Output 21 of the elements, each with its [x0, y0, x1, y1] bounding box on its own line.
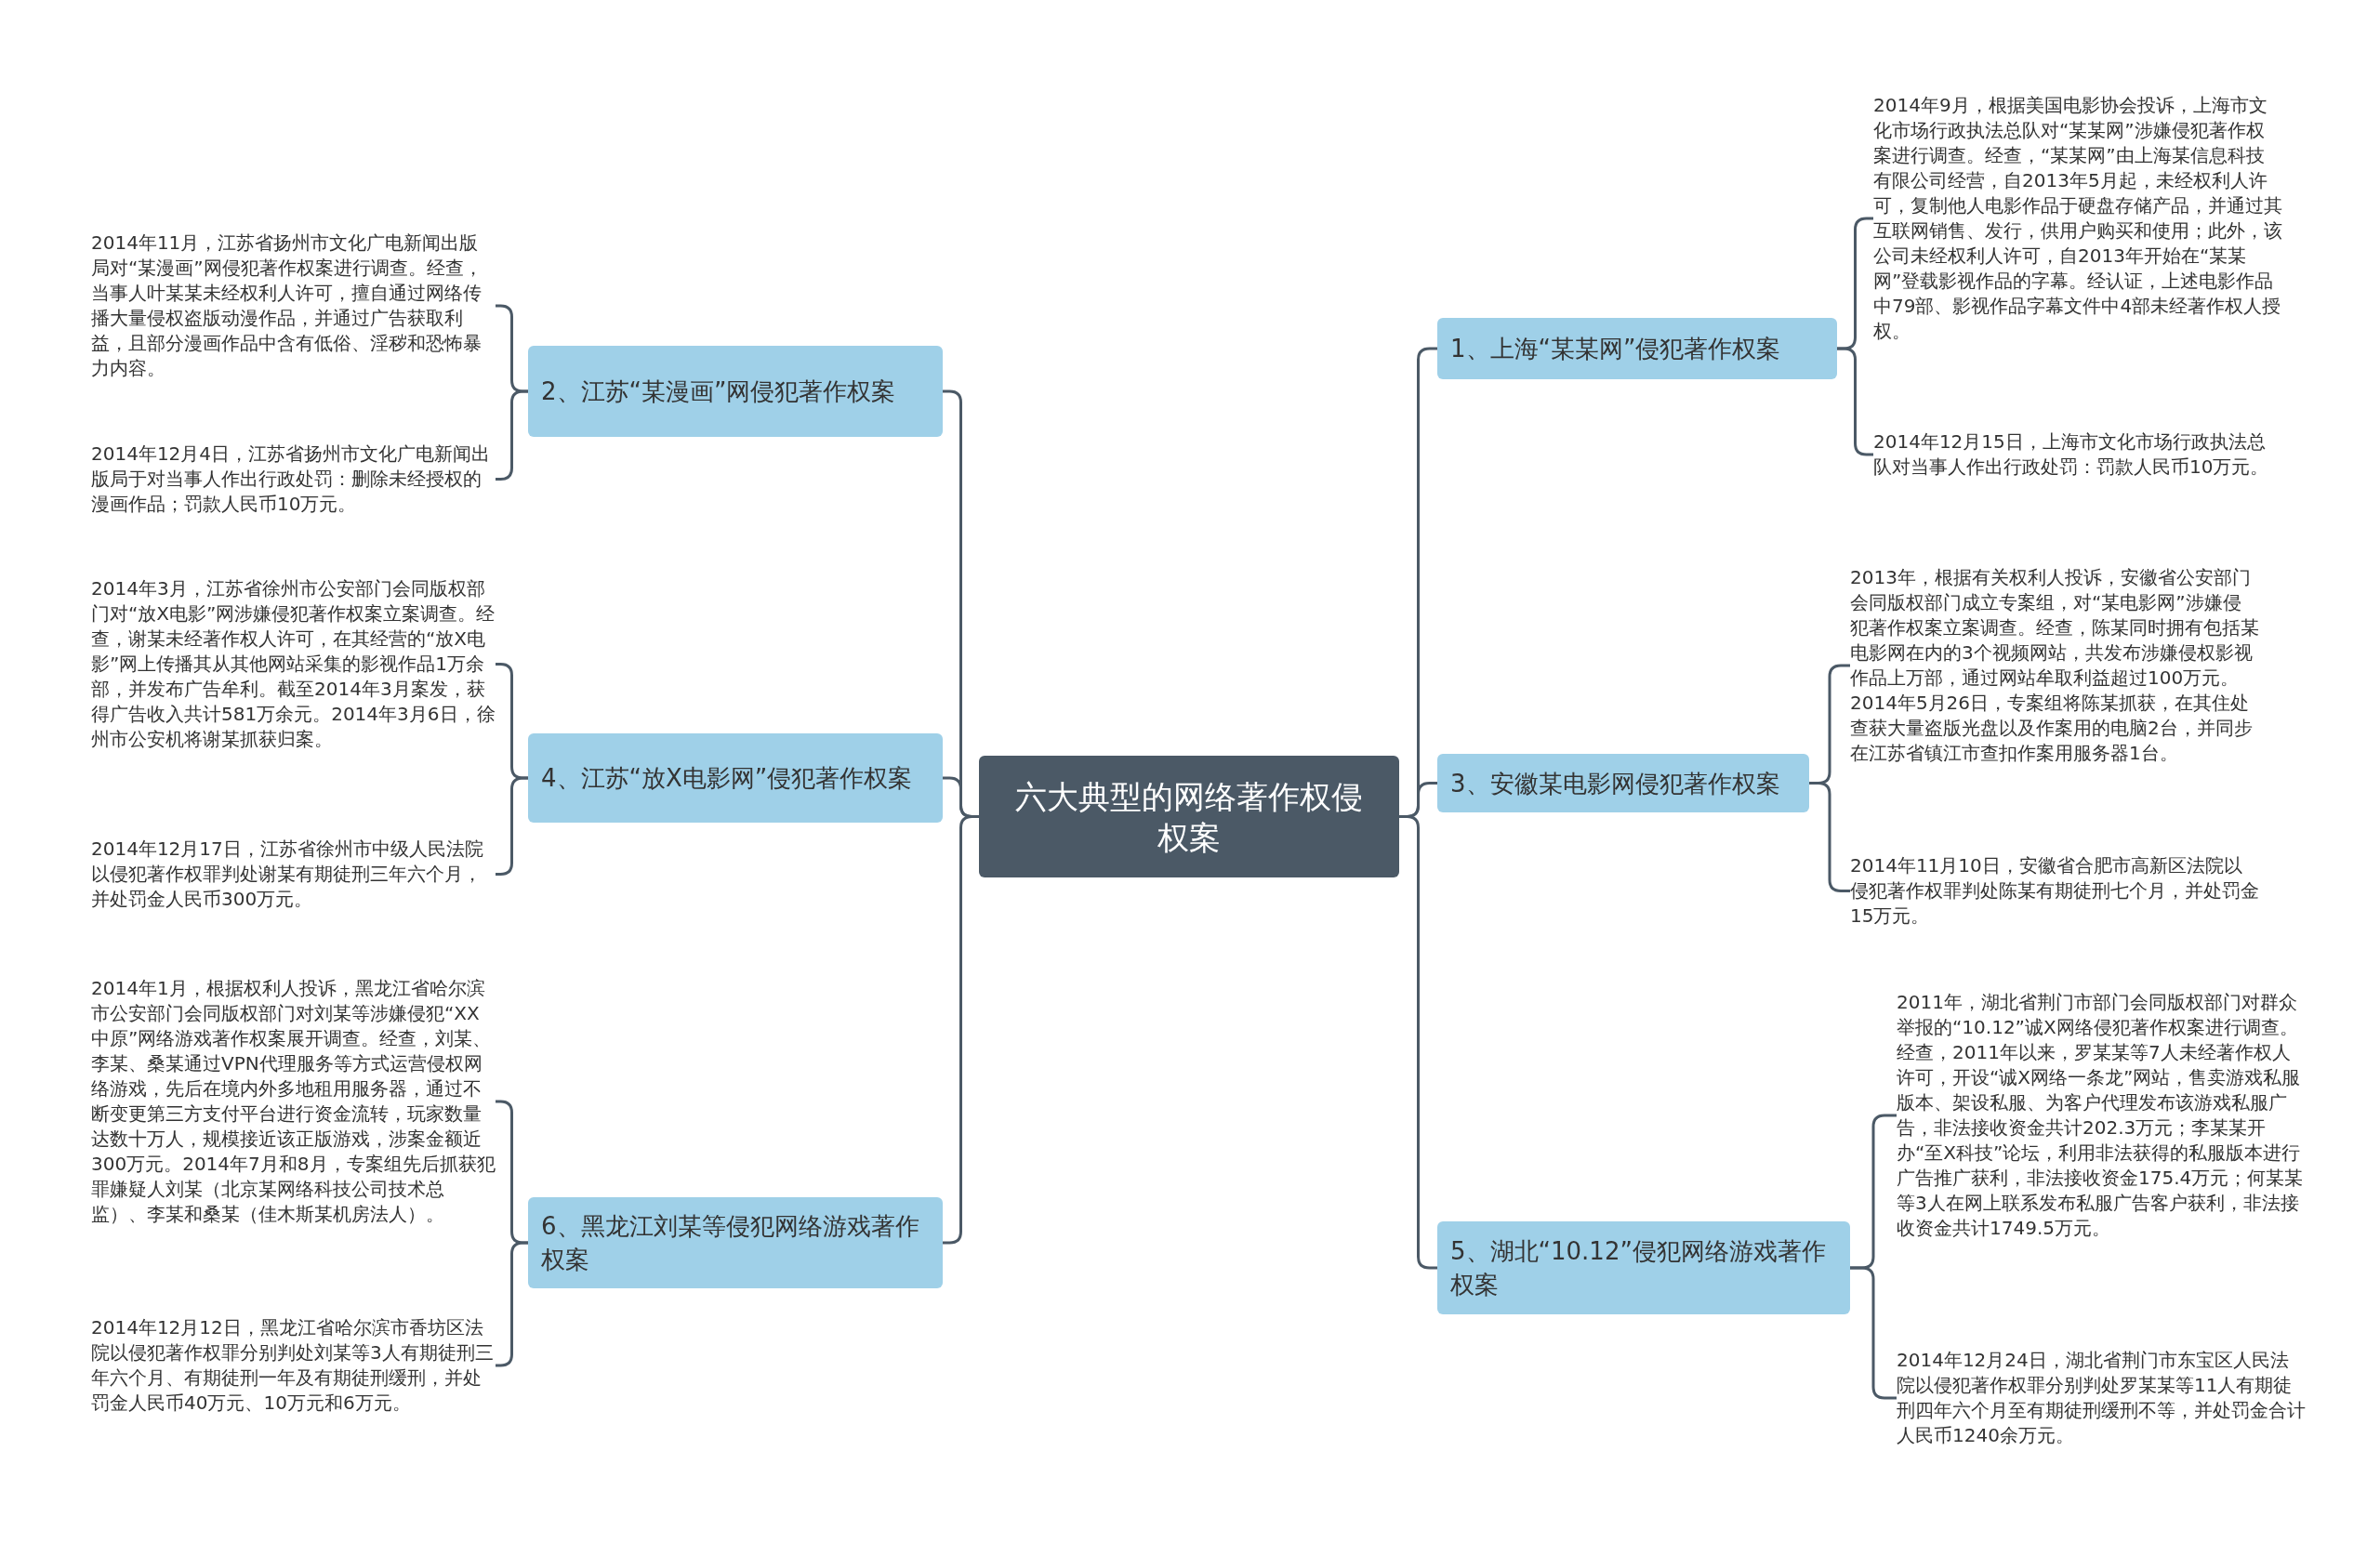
topic-box: 2、江苏“某漫画”网侵犯著作权案: [528, 346, 943, 437]
topic-box: 5、湖北“10.12”侵犯网络游戏著作权案: [1437, 1221, 1850, 1314]
case-detail-text: 2014年12月4日，江苏省扬州市文化广电新闻出版局于对当事人作出行政处罚：删除未经授权的漫画作品；罚款人民币10万元。: [91, 442, 496, 517]
central-topic-box: 六大典型的网络著作权侵权案: [979, 756, 1399, 877]
case-detail-text: 2014年3月，江苏省徐州市公安部门会同版权部门对“放X电影”网涉嫌侵犯著作权案立案调查。经查，谢某未经著作权人许可，在其经营的“放X电影”网上传播其从其他网站采集的影视作品1万余部，并发布广告牟利。截至2014年3月案发，获得广告收入共计581万余元。2014年3月6日，徐州市公安机将谢某抓获归案。: [91, 576, 496, 752]
case-detail-text: 2014年9月，根据美国电影协会投诉，上海市文化市场行政执法总队对“某某网”涉嫌侵犯著作权案进行调查。经查，“某某网”由上海某信息科技有限公司经营，自2013年5月起，未经权利人许可，复制他人电影作品于硬盘存储产品，并通过其互联网销售、发行，供用户购买和使用；此外，该公司未经权利人许可，自2013年开始在“某某网”登载影视作品的字幕。经认证，上述电影作品中79部、影视作品字幕文件中4部未经著作权人授权。: [1873, 93, 2282, 344]
case-detail-text: 2013年，根据有关权利人投诉，安徽省公安部门会同版权部门成立专案组，对“某电影网”涉嫌侵犯著作权案立案调查。经查，陈某同时拥有包括某电影网在内的3个视频网站，共发布涉嫌侵权影视作品上万部，通过网站牟取利益超过100万元。2014年5月26日，专案组将陈某抓获，在其住处查获大量盗版光盘以及作案用的电脑2台，并同步在江苏省镇江市查扣作案用服务器1台。: [1850, 565, 2259, 766]
connector-line: [1399, 815, 1437, 1270]
topic-box: 4、江苏“放X电影网”侵犯著作权案: [528, 733, 943, 823]
case-detail-text: 2014年12月12日，黑龙江省哈尔滨市香坊区法院以侵犯著作权罪分别判处刘某等3人有期徒刑三年六个月、有期徒刑一年及有期徒刑缓刑，并处罚金人民币40万元、10万元和6万元。: [91, 1315, 496, 1416]
case-detail-text: 2011年，湖北省荆门市部门会同版权部门对群众举报的“10.12”诚X网络侵犯著作权案进行调查。经查，2011年以来，罗某某等7人未经著作权人许可，开设“诚X网络一条龙”网站，售卖游戏私服版本、架设私服、为客户代理发布该游戏私服广告，非法接收资金共计202.3万元；李某某开办“至X科技”论坛，利用非法获得的私服版本进行广告推广获利，非法接收资金175.4万元；何某某等3人在网上联系发布私服广告客户获利，非法接收资金共计1749.5万元。: [1897, 990, 2306, 1241]
case-detail-text: 2014年12月17日，江苏省徐州市中级人民法院以侵犯著作权罪判处谢某有期徒刑三年六个月，并处罚金人民币300万元。: [91, 837, 496, 912]
case-detail-text: 2014年11月10日，安徽省合肥市高新区法院以侵犯著作权罪判处陈某有期徒刑七个月，并处罚金15万元。: [1850, 853, 2259, 929]
case-detail-text: 2014年12月24日，湖北省荆门市东宝区人民法院以侵犯著作权罪分别判处罗某某等11人有期徒刑四年六个月至有期徒刑缓刑不等，并处罚金合计人民币1240余万元。: [1897, 1348, 2306, 1448]
connector-line: [943, 815, 979, 1245]
case-detail-text: 2014年12月15日，上海市文化市场行政执法总队对当事人作出行政处罚：罚款人民币10万元。: [1873, 429, 2282, 480]
topic-box: 6、黑龙江刘某等侵犯网络游戏著作权案: [528, 1197, 943, 1288]
case-detail-text: 2014年1月，根据权利人投诉，黑龙江省哈尔滨市公安部门会同版权部门对刘某等涉嫌侵犯“XX中原”网络游戏著作权案展开调查。经查，刘某、李某、桑某通过VPN代理服务等方式运营侵权网络游戏，先后在境内外多地租用服务器，通过不断变更第三方支付平台进行资金流转，玩家数量达数十万人，规模接近该正版游戏，涉案金额近300万元。2014年7月和8月，专案组先后抓获犯罪嫌疑人刘某（北京某网络科技公司技术总监）、李某和桑某（佳木斯某机房法人）。: [91, 976, 496, 1227]
topic-box: 1、上海“某某网”侵犯著作权案: [1437, 318, 1837, 379]
topic-box: 3、安徽某电影网侵犯著作权案: [1437, 754, 1809, 812]
case-detail-text: 2014年11月，江苏省扬州市文化广电新闻出版局对“某漫画”网侵犯著作权案进行调查。经查，当事人叶某某未经权利人许可，擅自通过网络传播大量侵权盗版动漫作品，并通过广告获取利益，且部分漫画作品中含有低俗、淫秽和恐怖暴力内容。: [91, 231, 496, 381]
